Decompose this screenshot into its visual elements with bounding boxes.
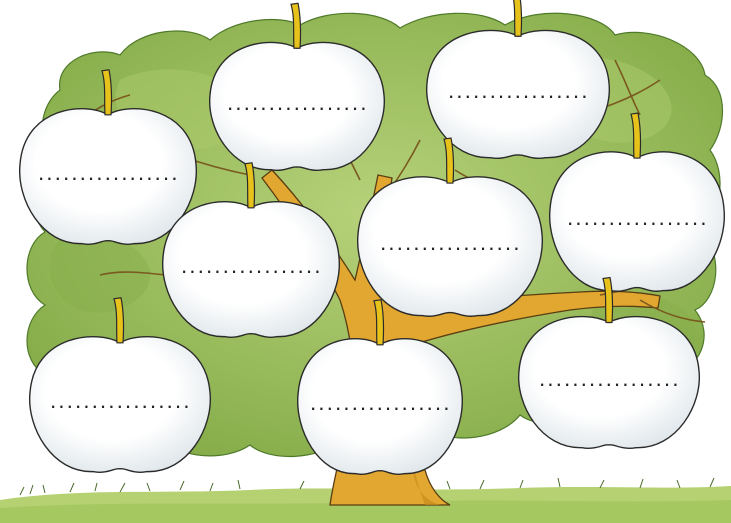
name-blank-line[interactable]: ................. [538, 375, 680, 390]
name-blank-line[interactable]: ................. [379, 239, 521, 254]
name-blank-line[interactable]: ................. [37, 169, 179, 184]
name-blank-line[interactable]: ................. [566, 214, 708, 229]
name-blank-line[interactable]: ................. [309, 399, 451, 414]
name-blank-line[interactable]: ................. [49, 397, 191, 412]
name-blank-line[interactable]: ................. [180, 262, 322, 277]
name-blank-line[interactable]: ................. [447, 87, 589, 102]
name-blank-line[interactable]: ................. [226, 99, 368, 114]
